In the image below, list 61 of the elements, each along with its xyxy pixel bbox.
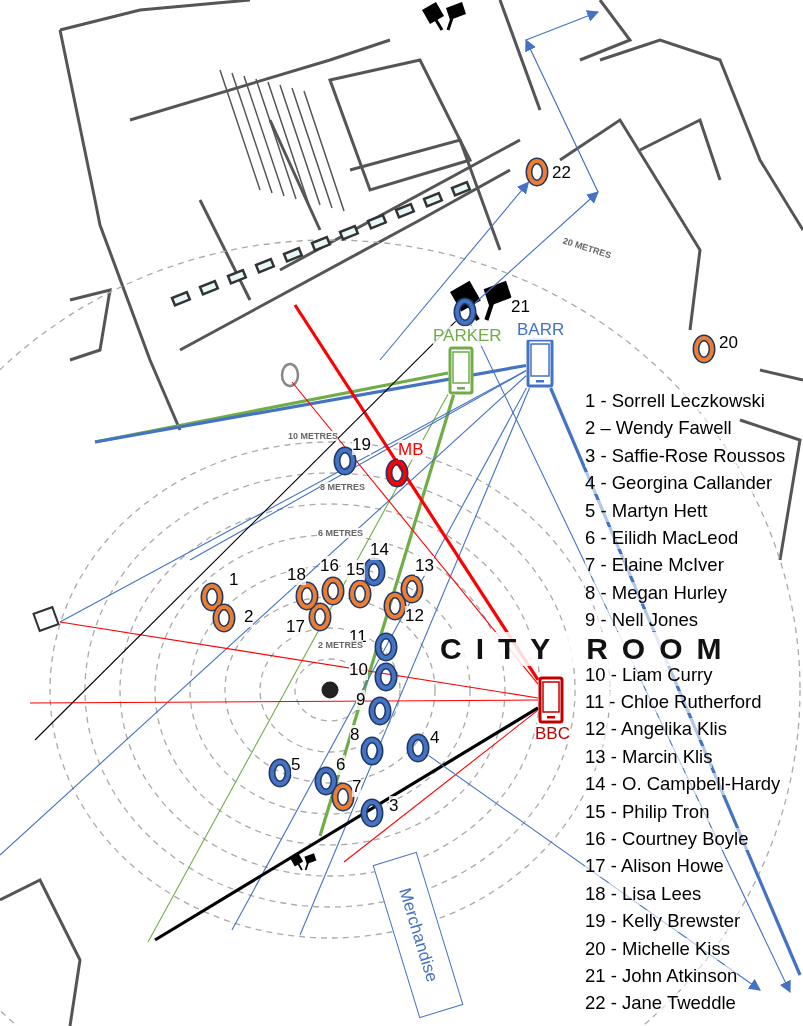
marker-number: 19 xyxy=(352,435,371,455)
victim-list-entry: 4 - Georgina Callander xyxy=(585,472,773,495)
sight-line xyxy=(299,387,531,936)
marker-number: 7 xyxy=(352,777,362,797)
sight-line xyxy=(29,699,539,704)
arrow xyxy=(470,324,791,994)
sight-line xyxy=(549,387,802,976)
marker-number: 17 xyxy=(286,617,305,637)
victim-list-entry: 16 - Courtney Boyle xyxy=(585,828,749,850)
arrow xyxy=(427,754,761,991)
marker-number: 6 xyxy=(336,755,346,775)
victim-list-entry: 15 - Philip Tron xyxy=(585,800,710,823)
victim-list-entry: 18 - Lisa Lees xyxy=(585,882,702,905)
marker-number: 14 xyxy=(370,540,389,560)
sight-line xyxy=(94,363,527,444)
sight-line xyxy=(343,709,539,863)
marker-number: 9 xyxy=(356,690,366,710)
distance-label: 10 METRES xyxy=(288,431,338,441)
distance-label: 2 METRES xyxy=(318,640,363,650)
sight-line xyxy=(293,304,540,681)
sight-line xyxy=(231,387,527,931)
marker-number: 13 xyxy=(415,556,434,576)
device-label: BARR xyxy=(517,320,565,340)
victim-list-entry: 10 - Liam Curry xyxy=(585,663,713,686)
victim-list-entry: 2 – Wendy Fawell xyxy=(585,417,732,440)
victim-list-entry: 7 - Elaine McIver xyxy=(585,554,724,577)
victim-list-entry: 5 - Martyn Hett xyxy=(585,499,708,522)
victim-list-entry: 21 - John Atkinson xyxy=(585,965,738,987)
victim-list-entry: 13 - Marcin Klis xyxy=(585,745,713,768)
marker-number: 5 xyxy=(291,755,301,775)
victim-list-entry: 1 - Sorrell Leczkowski xyxy=(585,390,765,412)
victim-list-entry: 20 - Michelle Kiss xyxy=(585,937,730,960)
sight-line xyxy=(189,370,527,561)
sight-line xyxy=(0,375,527,856)
victim-list-entry: 11 - Chloe Rutherford xyxy=(585,691,762,713)
device-label: PARKER xyxy=(433,326,502,346)
victim-list-entry: 3 - Saffie-Rose Roussos xyxy=(585,444,786,467)
distance-label: 6 METRES xyxy=(318,528,363,538)
sight-line xyxy=(59,370,527,623)
marker-number: MB xyxy=(398,440,424,460)
arrow xyxy=(379,181,530,361)
marker-number: 2 xyxy=(244,607,254,627)
arrow xyxy=(474,191,599,304)
sight-line xyxy=(154,706,539,942)
distance-label: 8 METRES xyxy=(320,482,365,492)
victim-list-entry: 6 - Eilidh MacLeod xyxy=(585,527,739,549)
sight-line xyxy=(318,394,456,837)
sight-line xyxy=(34,320,457,741)
sight-line xyxy=(59,621,539,699)
victim-list-entry: 9 - Nell Jones xyxy=(585,609,699,632)
victim-list-entry: 8 - Megan Hurley xyxy=(585,581,727,604)
victim-list-entry: 14 - O. Campbell-Hardy xyxy=(585,773,781,796)
sight-line xyxy=(147,393,449,943)
marker-number: 10 xyxy=(349,660,368,680)
victim-list-entry: 19 - Kelly Brewster xyxy=(585,910,741,933)
victim-list-entry: 12 - Angelika Klis xyxy=(585,718,727,741)
marker-number: 18 xyxy=(287,565,306,585)
marker-number: 12 xyxy=(405,606,424,626)
victim-list-entry: 22 - Jane Tweddle xyxy=(585,992,736,1015)
marker-number: 15 xyxy=(346,560,365,580)
marker-number: 8 xyxy=(350,725,360,745)
